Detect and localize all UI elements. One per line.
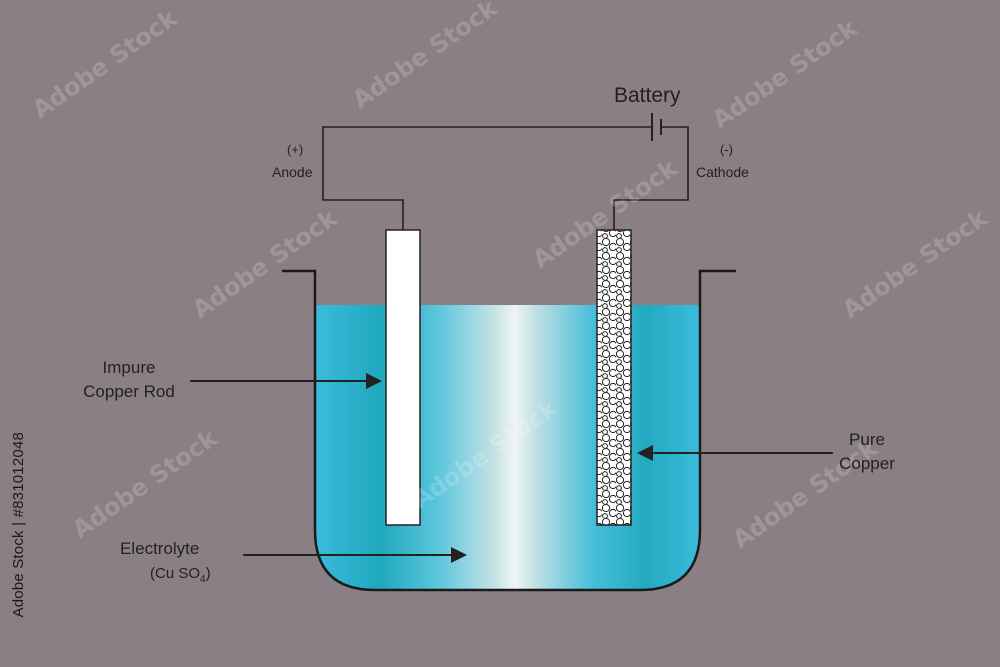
impure-rod-arrow <box>190 373 382 389</box>
impure-label-line1: Impure <box>102 358 156 377</box>
impure-copper-rod-label: Impure Copper Rod <box>70 356 188 404</box>
formula-main: (Cu SO <box>150 565 201 582</box>
circuit-wire <box>322 126 689 230</box>
impure-copper-rod <box>385 229 421 526</box>
anode-sign: (+) <box>287 142 304 157</box>
impure-label-line2: Copper Rod <box>83 382 175 401</box>
electrolyte-formula: (Cu SO4) <box>150 565 211 585</box>
battery-symbol <box>651 113 662 141</box>
electrolyte-arrow <box>243 547 467 563</box>
beaker <box>282 269 736 592</box>
pure-copper-arrow <box>637 445 833 461</box>
side-watermark: Adobe Stock | #831012048 <box>10 432 27 618</box>
electrolyte-label: Electrolyte <box>120 539 200 558</box>
pure-label-line2: Copper <box>839 454 895 473</box>
battery-label: Battery <box>614 84 681 107</box>
pure-copper-label: Pure Copper <box>832 428 902 476</box>
cathode-sign: (-) <box>720 142 733 157</box>
formula-close: ) <box>205 565 211 582</box>
formula-subscript: 4 <box>200 574 206 585</box>
cathode-label: Cathode <box>696 164 749 180</box>
pure-label-line1: Pure <box>849 430 885 449</box>
anode-label: Anode <box>272 164 313 180</box>
pure-copper-rod <box>596 229 632 526</box>
